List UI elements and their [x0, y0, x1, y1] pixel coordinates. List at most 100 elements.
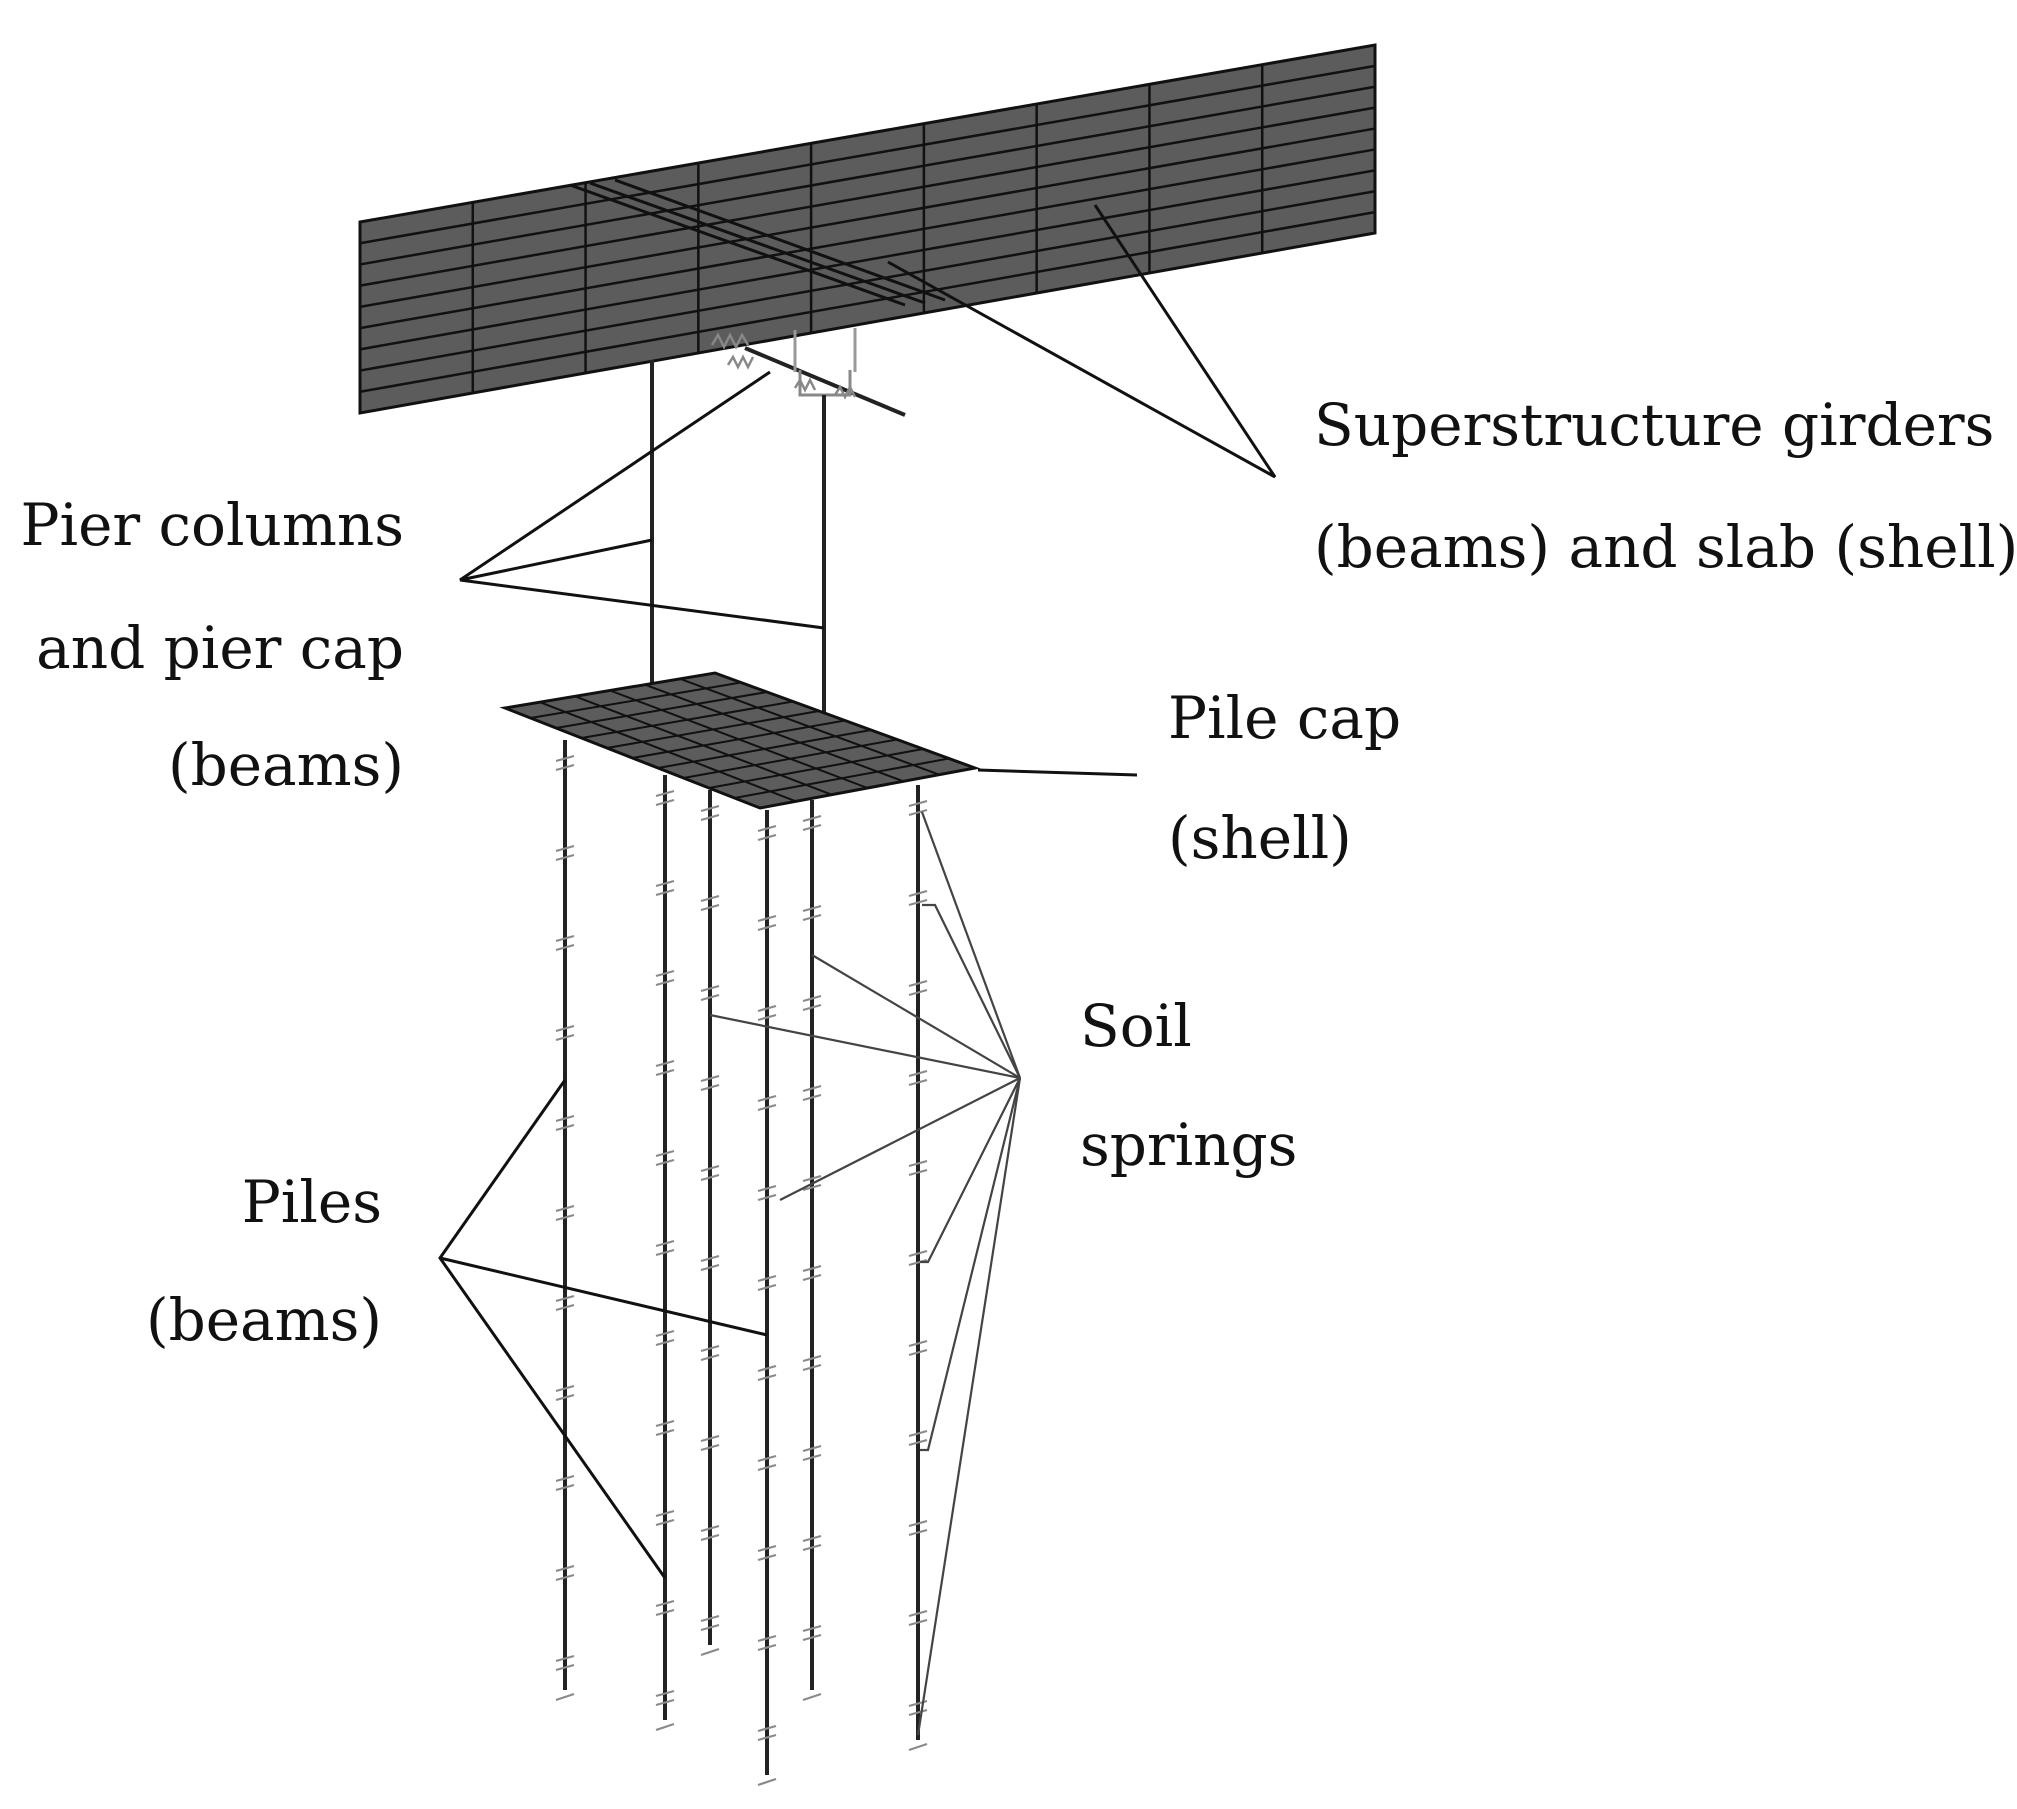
soil-spring-mark	[802, 1354, 822, 1372]
soil-spring-mark	[757, 1184, 777, 1202]
soil-spring-mark	[655, 879, 675, 897]
soil-spring-mark	[700, 984, 720, 1002]
soil-spring-mark	[555, 1692, 575, 1702]
soil-spring-mark	[555, 1654, 575, 1672]
soil-spring-mark	[700, 1524, 720, 1542]
pile-cap-mesh-line	[644, 683, 904, 783]
label-pier-line-2: and pier cap	[36, 614, 404, 682]
label-superstructure: Superstructure girders (beams) and slab …	[1314, 391, 2017, 581]
soil-spring-mark	[655, 1722, 675, 1732]
soil-spring-mark	[757, 824, 777, 842]
deck-mesh-lines	[359, 64, 1376, 394]
soil-spring-mark	[700, 1074, 720, 1092]
soil-spring-mark	[655, 1599, 675, 1617]
soil-spring-mark	[700, 1434, 720, 1452]
label-pile-cap-line-2: (shell)	[1168, 804, 1352, 872]
pile	[802, 800, 822, 1702]
soil-spring-mark	[700, 1344, 720, 1362]
leader-lines	[438, 204, 1277, 1579]
girder-lines	[569, 178, 946, 307]
soil-spring-mark	[908, 799, 928, 817]
deck-mesh-longitudinal-line	[359, 210, 1376, 394]
deck-mesh-longitudinal-line	[359, 127, 1376, 309]
pile	[655, 775, 675, 1732]
label-superstructure-line-1: Superstructure girders	[1314, 391, 1994, 459]
soil-spring-mark	[908, 1249, 928, 1267]
soil-spring-mark	[655, 1419, 675, 1437]
soil-spring-mark	[757, 1274, 777, 1292]
soil-spring-mark	[757, 1634, 777, 1652]
pile	[700, 790, 720, 1657]
soil-spring-mark	[555, 1294, 575, 1312]
soil-spring-mark	[802, 1692, 822, 1702]
soil-spring-mark	[802, 904, 822, 922]
pile-cap-mesh-line	[539, 701, 797, 803]
superstructure-deck-shell	[358, 43, 1377, 415]
soil-spring-mark	[700, 1254, 720, 1272]
soil-spring-mark	[757, 1094, 777, 1112]
soil-spring-mark	[555, 1204, 575, 1222]
soil-spring-mark	[700, 894, 720, 912]
pile	[555, 740, 575, 1702]
piles-group	[555, 740, 928, 1787]
soil-spring-mark	[908, 889, 928, 907]
leader-piles-mid	[439, 1256, 768, 1337]
soil-spring-mark	[655, 1689, 675, 1707]
soil-spring-mark	[802, 814, 822, 832]
soil-spring-mark	[655, 969, 675, 987]
soil-spring-mark	[555, 1114, 575, 1132]
soil-spring-mark	[700, 1164, 720, 1182]
soil-spring-mark	[757, 1544, 777, 1562]
pier-columns	[650, 360, 826, 770]
soil-spring-mark	[908, 1742, 928, 1752]
pile	[908, 785, 928, 1752]
soil-spring-mark	[655, 1239, 675, 1257]
soil-spring-mark	[555, 754, 575, 772]
soil-spring-mark	[908, 1159, 928, 1177]
pile-cap-mesh-line	[609, 689, 868, 789]
pile-cap-mesh-line	[679, 677, 940, 776]
soil-spring-mark	[555, 1564, 575, 1582]
label-pile-cap: Pile cap (shell)	[1168, 684, 1401, 872]
leader-superstructure	[887, 204, 1277, 479]
soil-spring-mark	[757, 1777, 777, 1787]
soil-spring-mark	[555, 1474, 575, 1492]
soil-spring-mark	[757, 1004, 777, 1022]
soil-spring-mark	[757, 1454, 777, 1472]
soil-spring-mark	[908, 1609, 928, 1627]
soil-spring-mark	[555, 1384, 575, 1402]
leader-pier-right	[459, 578, 825, 630]
soil-spring-mark	[802, 994, 822, 1012]
label-pier-line-3: (beams)	[168, 731, 404, 799]
soil-spring-mark	[802, 1084, 822, 1102]
leader-pier	[459, 370, 771, 582]
soil-spring-mark	[655, 1509, 675, 1527]
soil-spring-mark	[655, 1059, 675, 1077]
label-piles-line-1: Piles	[242, 1168, 382, 1236]
deck-mesh-longitudinal-line	[359, 85, 1376, 266]
soil-spring-mark	[908, 1069, 928, 1087]
leader-piles	[438, 1079, 667, 1579]
soil-spring-mark	[757, 1724, 777, 1742]
label-pier-line-1: Pier columns	[21, 491, 405, 559]
soil-spring-mark	[908, 1429, 928, 1447]
soil-spring-mark	[908, 1519, 928, 1537]
deck-mesh-longitudinal-line	[359, 64, 1376, 245]
label-superstructure-line-2: (beams) and slab (shell)	[1314, 513, 2017, 581]
label-pile-cap-line-1: Pile cap	[1168, 684, 1401, 752]
leader-pile-cap	[977, 768, 1138, 777]
label-soil-springs: Soil springs	[1080, 992, 1297, 1179]
soil-spring-mark	[655, 789, 675, 807]
pile	[757, 810, 777, 1787]
soil-spring-mark	[802, 1444, 822, 1462]
pile-cap-mesh-lines	[530, 677, 950, 803]
label-soil-springs-line-1: Soil	[1080, 992, 1192, 1060]
soil-spring-mark	[802, 1264, 822, 1282]
soil-spring-mark	[908, 979, 928, 997]
deck-mesh-longitudinal-line	[359, 106, 1376, 287]
soil-spring-mark	[555, 1024, 575, 1042]
label-soil-springs-line-2: springs	[1080, 1111, 1297, 1179]
soil-spring-mark	[802, 1174, 822, 1192]
